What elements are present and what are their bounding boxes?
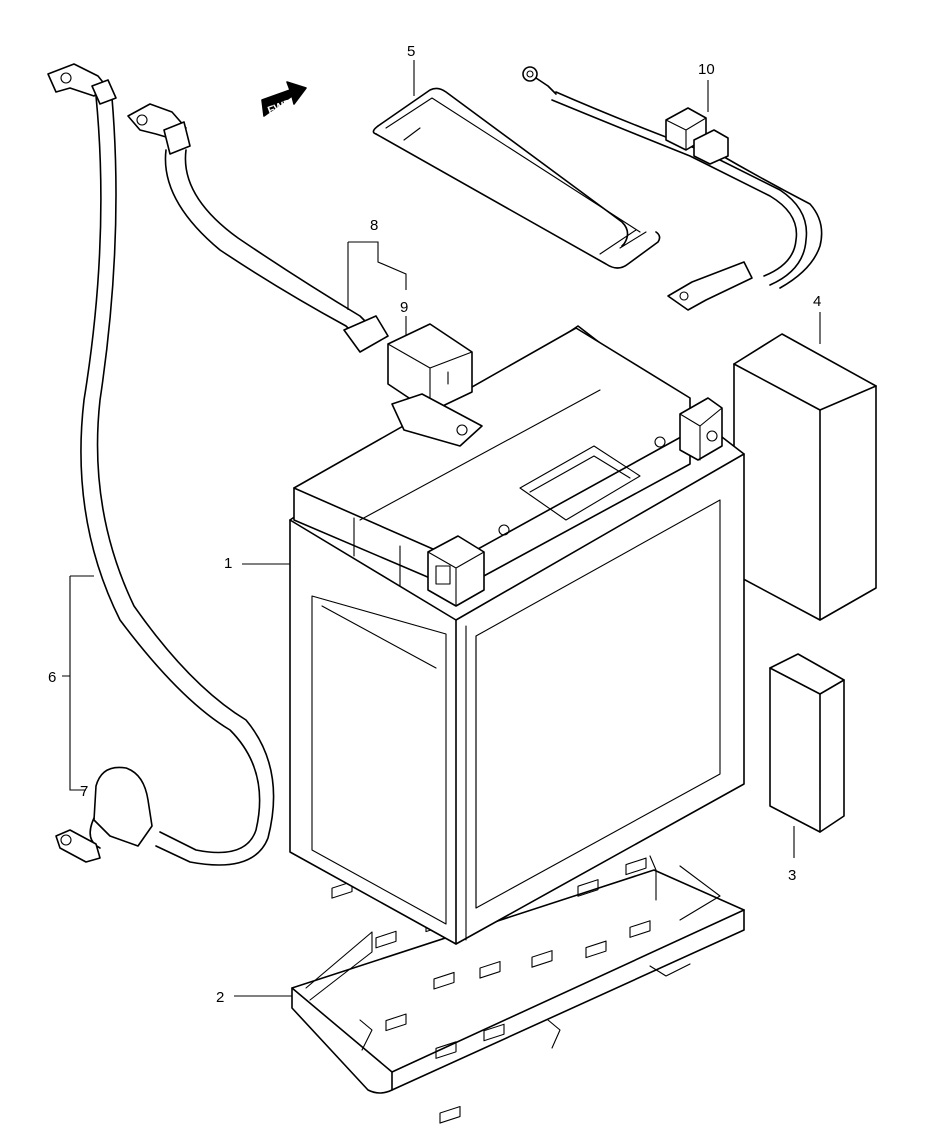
negative-cable <box>47 63 275 866</box>
battery-tray <box>291 818 745 1124</box>
callout-10: 10 <box>698 61 715 78</box>
callout-1: 1 <box>224 555 232 572</box>
sub-lead-wire <box>522 66 823 311</box>
callout-9: 9 <box>400 299 408 316</box>
callout-8: 8 <box>370 217 378 234</box>
callout-3: 3 <box>788 867 796 884</box>
callout-5: 5 <box>407 43 415 60</box>
callout-7: 7 <box>80 783 88 800</box>
battery <box>289 325 745 945</box>
battery-pad-large <box>733 333 877 621</box>
fwd-arrow-icon: FWD <box>261 81 307 117</box>
callout-leaders <box>62 60 821 997</box>
callout-2: 2 <box>216 989 224 1006</box>
battery-pad-small <box>769 653 845 833</box>
positive-cable <box>127 103 483 447</box>
callout-6: 6 <box>48 669 56 686</box>
battery-strap <box>372 87 661 269</box>
callout-4: 4 <box>813 293 821 310</box>
